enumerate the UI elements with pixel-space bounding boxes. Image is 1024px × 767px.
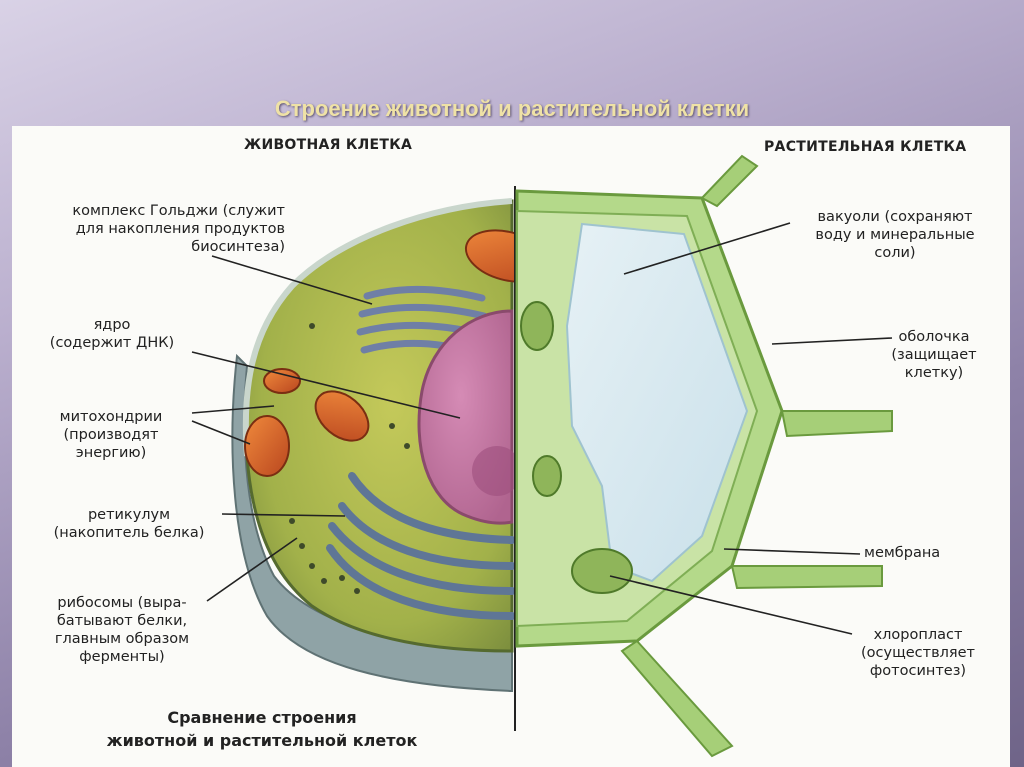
animal-cell-header: ЖИВОТНАЯ КЛЕТКА [244,137,413,153]
endoplasmic-reticulum [326,472,516,620]
plant-cell-illustration [515,154,893,758]
mitochondrion [263,368,301,394]
animal-cell-base [231,353,513,693]
label-mitochondria: митохондрии (производят энергию) [59,409,163,461]
plant-cell-header: РАСТИТЕЛЬНАЯ КЛЕТКА [764,139,967,155]
mitochondrion [314,390,370,442]
diagram-caption: Сравнение строения животной и растительн… [106,708,418,750]
label-ribosomes: рибосомы (выра- батывают белки, главным … [54,595,190,665]
mitochondrion [244,415,290,477]
cell-diagram [191,154,893,758]
label-vacuoles: вакуоли (сохраняют воду и минеральные со… [815,209,975,261]
leader-lines [191,222,893,635]
label-reticulum: ретикулум (накопитель белка) [53,507,205,541]
diagram-panel: ЖИВОТНАЯ КЛЕТКА РАСТИТЕЛЬНАЯ КЛЕТКА комп… [12,126,1010,767]
animal-cell-illustration [231,198,550,693]
chloroplast [571,548,633,594]
chloroplast [520,301,554,351]
label-golgi: комплекс Гольджи (служит для накопления … [72,203,285,255]
label-membrane: мембрана [864,545,941,561]
ribosomes [289,323,410,594]
label-cell-wall: оболочка (защищает клетку) [891,329,977,381]
label-nucleus: ядро (содержит ДНК) [49,317,175,351]
slide-title: Строение животной и растительной клетки [274,96,750,121]
label-chloroplast: хлоропласт (осуществляет фотосинтез) [861,627,975,679]
chloroplast [532,455,562,497]
